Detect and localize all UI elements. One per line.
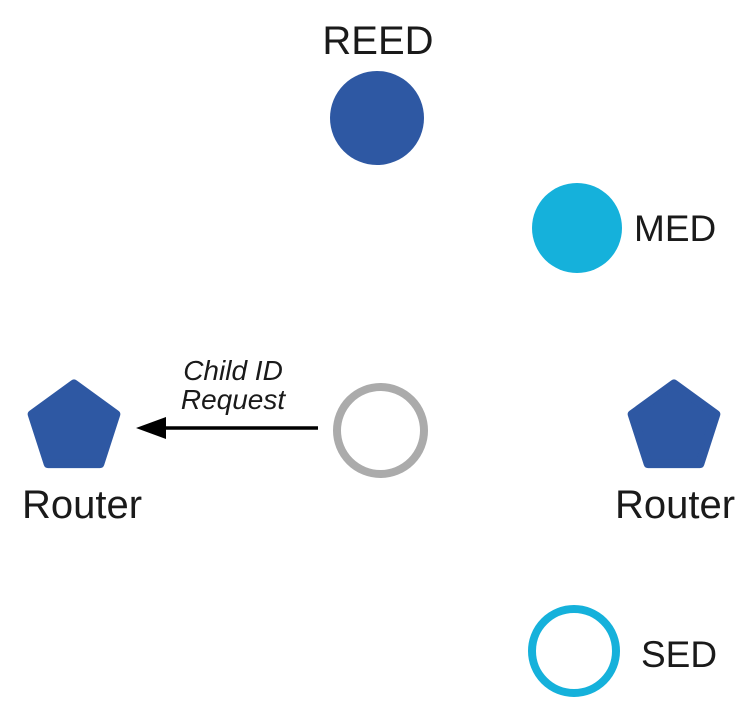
router-left-label: Router [21,483,143,527]
child-id-request-line2: Request [180,384,286,415]
child-id-request-label: Child ID Request [153,356,313,414]
med-node-circle [532,183,622,273]
sed-node-label: SED [641,634,718,675]
med-circle-shape [532,183,622,273]
reed-node-circle [330,71,424,165]
router-left-pentagon-shape [27,379,121,469]
arrowhead-icon [136,417,166,439]
router-right-label: Router [614,483,736,527]
joining-device-circle-shape [333,383,428,478]
joining-device-circle [333,383,428,478]
reed-node-label: REED [322,19,434,63]
sed-circle-shape [528,605,620,697]
child-id-request-arrow [136,417,318,439]
med-node-label: MED [634,208,717,249]
router-right-pentagon-shape [627,379,721,469]
child-id-request-line1: Child ID [183,355,283,386]
router-right-pentagon [627,379,721,469]
sed-node-circle [528,605,620,697]
reed-circle-shape [330,71,424,165]
router-left-pentagon [27,379,121,469]
